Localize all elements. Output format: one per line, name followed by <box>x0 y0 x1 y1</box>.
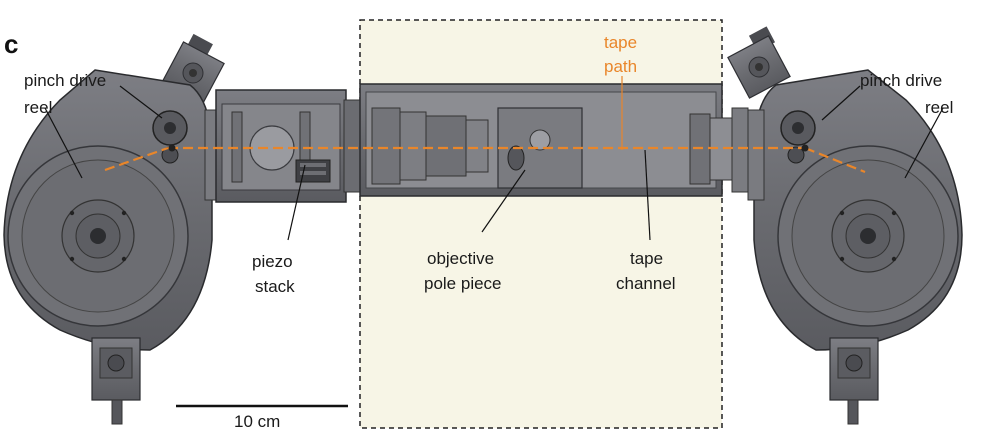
right-reel-assembly <box>727 26 963 425</box>
chamber-region <box>359 19 723 429</box>
label-channel-1: tape <box>630 249 663 268</box>
label-tape-path-1: tape <box>604 33 637 52</box>
right-flange <box>747 109 765 201</box>
leader-lines <box>44 76 944 241</box>
tape-channel-housing <box>359 83 749 197</box>
label-reel-right: reel <box>925 98 953 117</box>
label-tape-path-2: path <box>604 57 637 76</box>
label-pinch-drive-left: pinch drive <box>24 71 106 90</box>
label-objective-1: objective <box>427 249 494 268</box>
right-top-motor <box>727 26 791 99</box>
label-pinch-drive-right: pinch drive <box>860 71 942 90</box>
right-bottom-motor <box>829 337 879 425</box>
left-bottom-motor <box>91 337 141 425</box>
panel-letter: c <box>4 29 18 59</box>
label-objective-2: pole piece <box>424 274 502 293</box>
left-reel-assembly <box>3 33 225 425</box>
scale-bar-label: 10 cm <box>234 412 280 430</box>
label-piezo-1: piezo <box>252 252 293 271</box>
piezo-block <box>215 89 347 203</box>
label-reel-left: reel <box>24 98 52 117</box>
tape-path-line <box>104 146 866 174</box>
label-piezo-2: stack <box>255 277 295 296</box>
label-channel-2: channel <box>616 274 676 293</box>
